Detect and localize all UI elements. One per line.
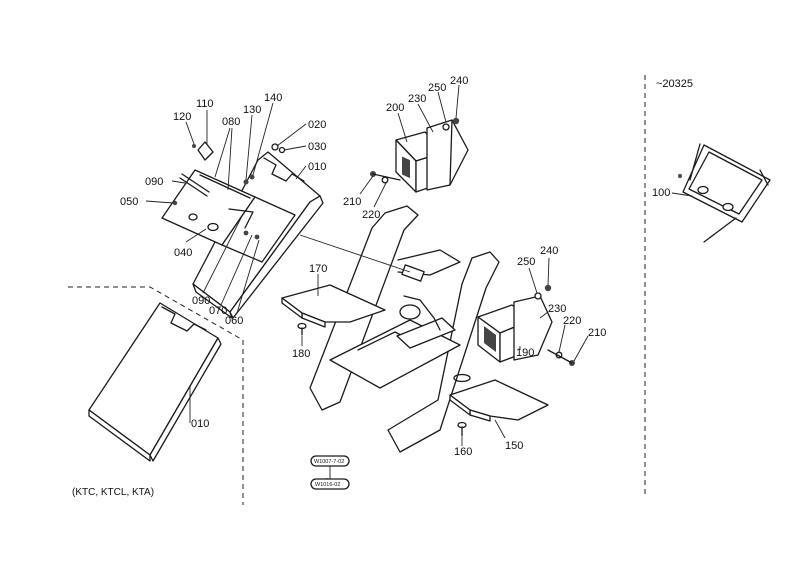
bolt-210-lower (547, 349, 575, 366)
step-150 (449, 373, 549, 422)
lamp-200 (395, 119, 469, 193)
bolt-160 (457, 421, 467, 437)
cover-plate-lower (88, 302, 222, 462)
callout-200: 200 (386, 102, 404, 114)
callout-050: 050 (120, 196, 138, 208)
step-170 (281, 284, 386, 328)
socket-060 (254, 234, 260, 240)
lamp-case-left (161, 169, 296, 263)
callout-100: 100 (652, 187, 670, 199)
callout-220-lower: 220 (563, 315, 581, 327)
callout-120: 120 (173, 111, 191, 123)
lamp-lens-small (197, 141, 214, 161)
socket-070 (243, 230, 249, 236)
callout-010-lower: 010 (191, 418, 209, 430)
callout-150: 150 (505, 440, 523, 452)
screw-130 (243, 179, 249, 185)
bolt-020 (271, 143, 279, 151)
callout-140: 140 (264, 92, 282, 104)
grommet-040 (207, 222, 219, 232)
callout-130: 130 (243, 104, 261, 116)
callout-040: 040 (174, 247, 192, 259)
callout-090-upper: 090 (145, 176, 163, 188)
nut-240-lower (544, 284, 552, 292)
screw-050 (172, 200, 178, 206)
callout-190: 190 (516, 347, 534, 359)
callout-010-upper: 010 (308, 161, 326, 173)
washer-220-upper (381, 176, 389, 184)
callout-160: 160 (454, 446, 472, 458)
callout-070: 070 (209, 305, 227, 317)
callout-030: 030 (308, 141, 326, 153)
lamp-190 (477, 295, 553, 363)
callout-080: 080 (222, 116, 240, 128)
callout-250-upper: 250 (428, 82, 446, 94)
callout-230-lower: 230 (548, 303, 566, 315)
callout-060: 060 (225, 315, 243, 327)
washer-250-lower (534, 292, 542, 300)
drawing-code-lower: W1016-02 (315, 482, 340, 488)
nut-240-upper (452, 117, 460, 125)
leader-lines (145, 84, 693, 485)
section-divider-outline (68, 286, 244, 341)
callout-110: 110 (196, 98, 214, 110)
callout-230-upper: 230 (408, 93, 426, 105)
callout-240-lower: 240 (540, 245, 558, 257)
callout-210-lower: 210 (588, 327, 606, 339)
washer-030 (278, 146, 286, 154)
callout-250-lower: 250 (517, 256, 535, 268)
callouts: 110 120 080 130 140 020 030 010 090 050 … (120, 75, 670, 458)
grommet-040b (188, 213, 198, 221)
model-note: (KTC, KTCL, KTA) (72, 487, 154, 498)
washer-250-upper (442, 123, 450, 131)
callout-020: 020 (308, 119, 326, 131)
inset-lamp-early (678, 143, 771, 243)
drawing-code-upper: W1007-7-02 (314, 459, 344, 465)
callout-170: 170 (309, 263, 327, 275)
drawing-code-stamps: W1007-7-02 W1016-02 (310, 455, 350, 490)
screw-120 (192, 144, 196, 148)
serial-range-label: ~20325 (656, 78, 693, 90)
screw-140 (249, 174, 255, 180)
callout-180: 180 (292, 348, 310, 360)
callout-090-lower: 090 (192, 295, 210, 307)
callout-240-upper: 240 (450, 75, 468, 87)
callout-220-upper: 220 (362, 209, 380, 221)
bolt-180 (297, 322, 307, 336)
callout-210-upper: 210 (343, 196, 361, 208)
